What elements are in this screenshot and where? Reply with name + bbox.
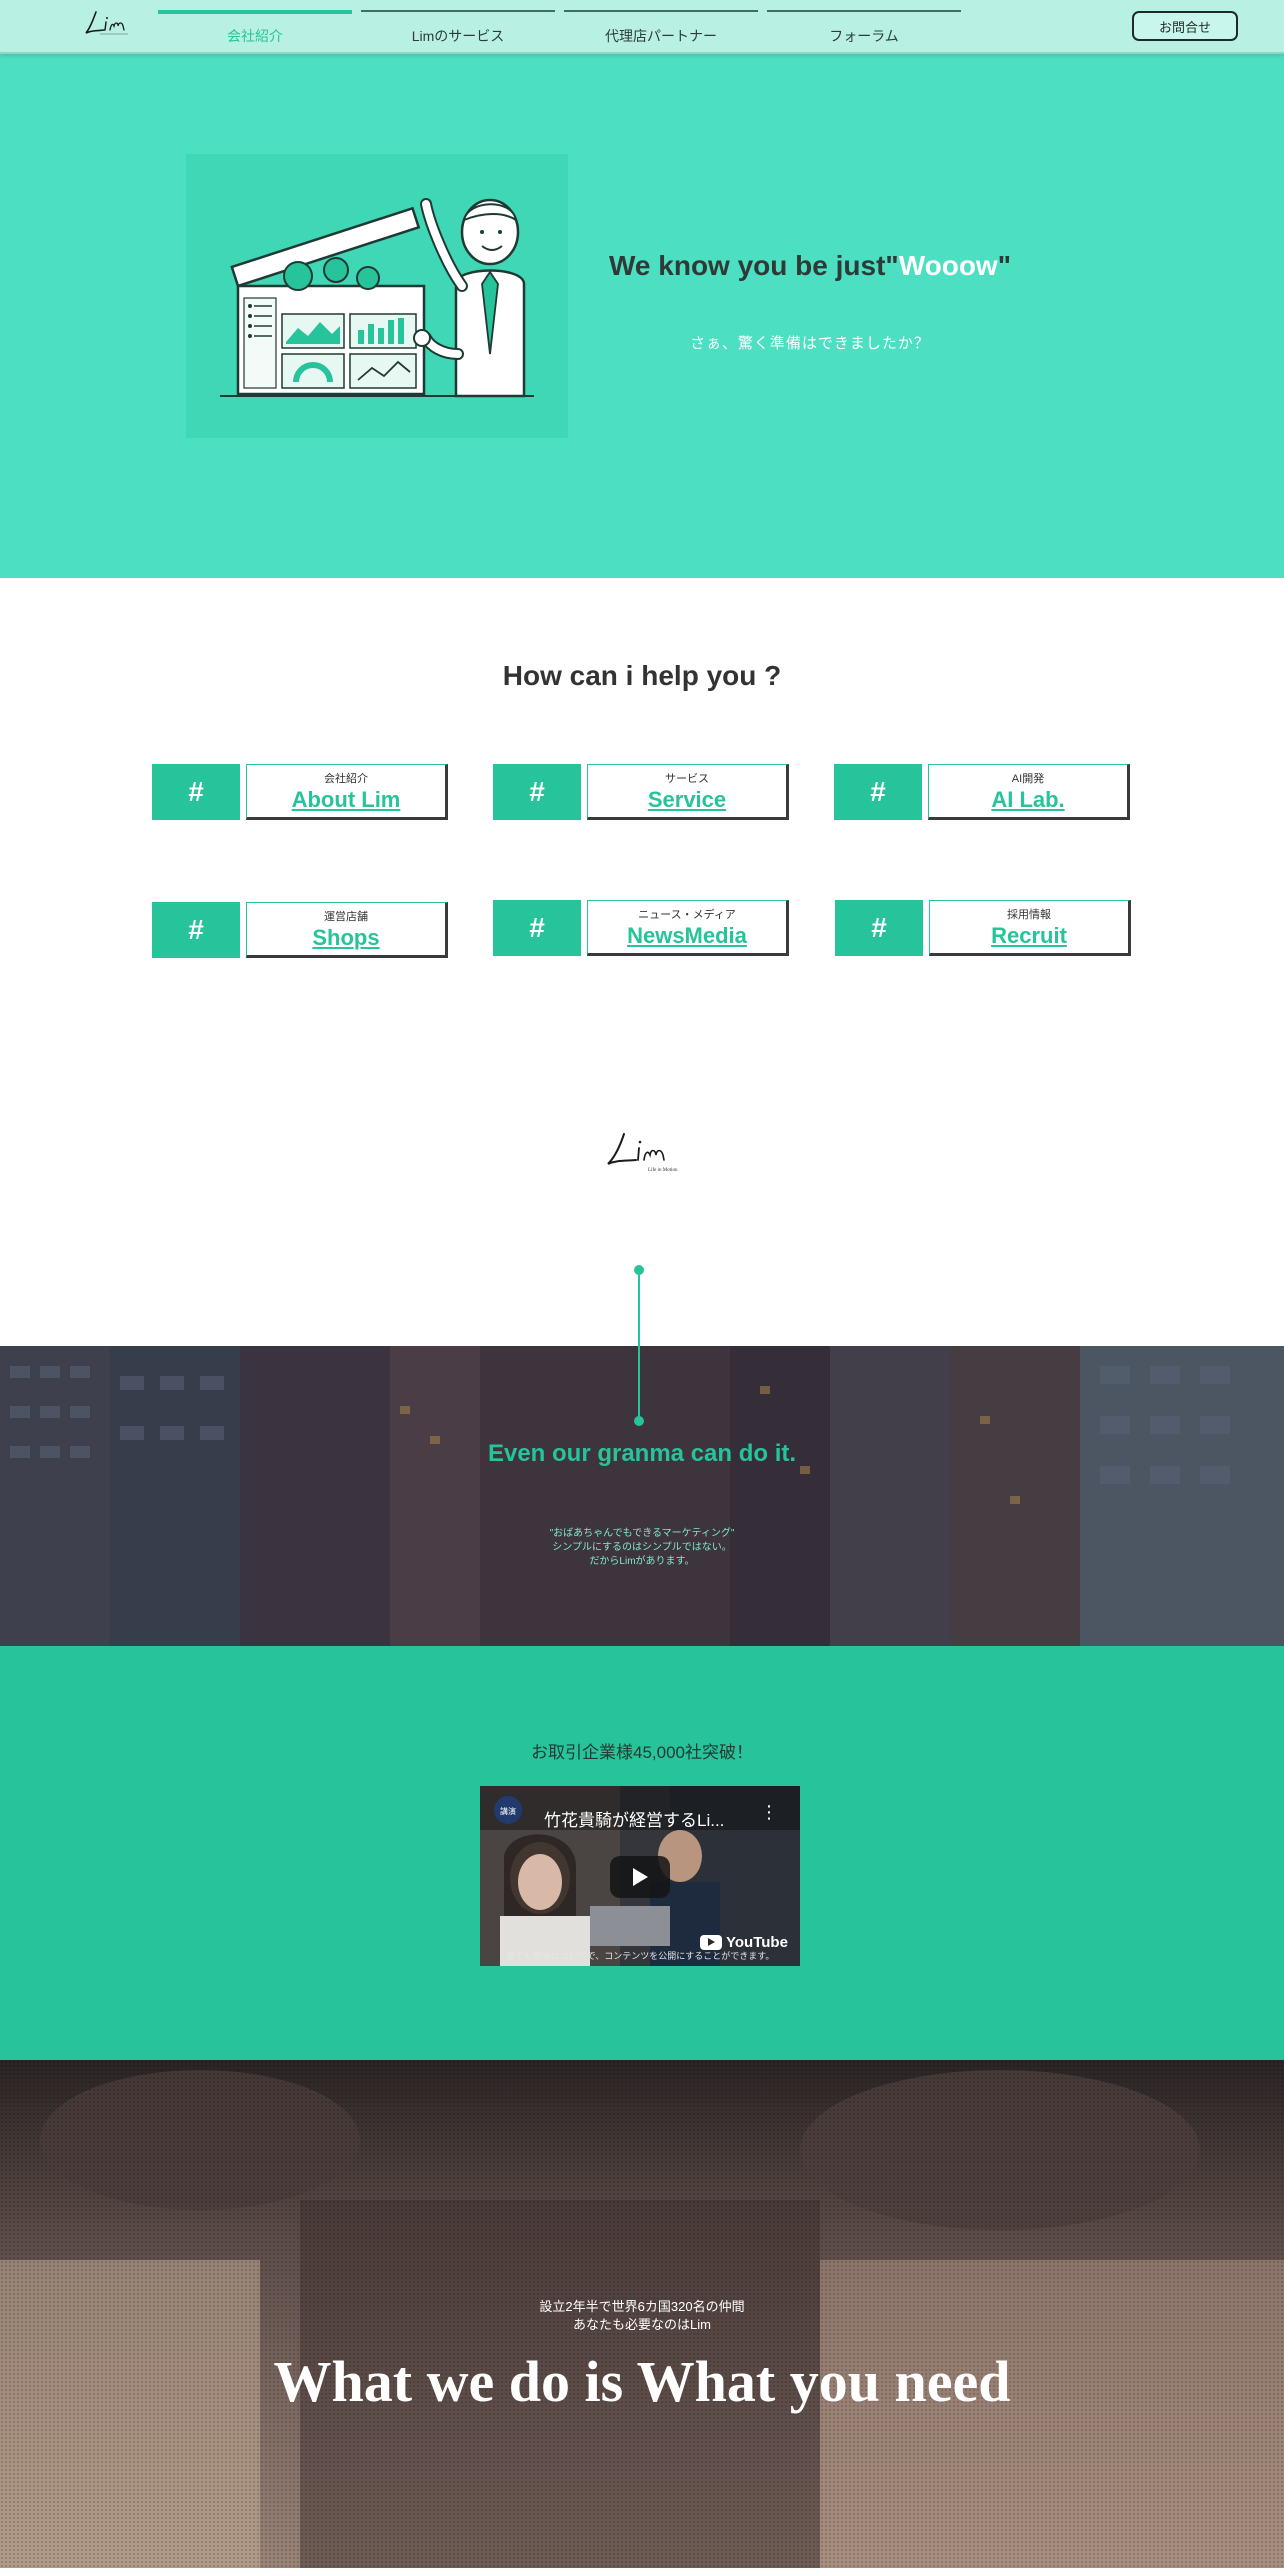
hash-icon: # [152, 764, 240, 820]
nav-tab-partners[interactable]: 代理店パートナー [564, 10, 758, 46]
top-navigation: 会社紹介 Limのサービス 代理店パートナー フォーラム お問合せ [0, 0, 1284, 54]
lim-logo[interactable] [82, 8, 136, 38]
contact-button[interactable]: お問合せ [1132, 11, 1238, 41]
card-about-lim[interactable]: # 会社紹介 About Lim [152, 764, 448, 820]
youtube-brand[interactable]: YouTube [700, 1934, 788, 1951]
nav-tab-company[interactable]: 会社紹介 [158, 10, 352, 46]
card-small-label: AI開発 [1011, 773, 1045, 785]
clients-title: お取引企業様45,000社突破！ [531, 1743, 753, 1762]
card-link[interactable]: Shops [312, 925, 380, 950]
youtube-video-embed[interactable]: 講演 竹花貴騎が経営するLi... ⋮ YouTube 誰でも簡単にコピペで、コ… [480, 1786, 800, 1966]
card-link[interactable]: AI Lab. [991, 787, 1065, 812]
nav-tab-services[interactable]: Limのサービス [361, 10, 555, 46]
hero-subtitle: さぁ、驚く準備はできましたか？ [690, 335, 930, 352]
card-small-label: 採用情報 [1007, 909, 1051, 921]
youtube-icon [700, 1935, 722, 1950]
video-caption: 誰でも簡単にコピペで、コンテンツを公開にすることができます。 [505, 1951, 775, 1961]
more-vert-icon[interactable]: ⋮ [760, 1802, 778, 1822]
card-ai-lab[interactable]: # AI開発 AI Lab. [834, 764, 1130, 820]
hero-illustration [186, 154, 568, 438]
hash-icon: # [152, 902, 240, 958]
card-link[interactable]: About Lim [291, 787, 401, 812]
city-line-2: シンプルにするのはシンプルではない。 [552, 1542, 732, 1553]
card-service[interactable]: # サービス Service [493, 764, 789, 820]
hash-icon: # [834, 764, 922, 820]
card-label-box: サービス Service [587, 764, 789, 820]
card-small-label: サービス [665, 773, 709, 785]
city-line-1: "おばあちゃんでもできるマーケティング" [549, 1528, 735, 1539]
play-button[interactable] [610, 1856, 670, 1898]
card-link[interactable]: Recruit [991, 923, 1067, 948]
card-small-label: ニュース・メディア [638, 909, 736, 921]
card-newsmedia[interactable]: # ニュース・メディア NewsMedia [493, 900, 789, 956]
city-banner: Even our granma can do it. "おばあちゃんでもできるマ… [0, 1346, 1284, 1646]
what-we-do-section: 設立2年半で世界6カ国320名の仲間 あなたも必要なのはLim What we … [0, 2060, 1284, 2568]
what-background [0, 2060, 1284, 2568]
city-background [0, 1346, 1284, 1646]
hash-icon: # [493, 764, 581, 820]
clients-section: お取引企業様45,000社突破！ 講演 竹花貴騎が経営するLi... ⋮ You… [0, 1646, 1284, 2060]
card-link[interactable]: Service [647, 787, 727, 812]
card-recruit[interactable]: # 採用情報 Recruit [835, 900, 1131, 956]
what-subtitle-2: あなたも必要なのはLim [573, 2317, 711, 2332]
card-link[interactable]: NewsMedia [627, 923, 747, 948]
card-label-box: AI開発 AI Lab. [928, 764, 1130, 820]
city-title: Even our granma can do it. [487, 1440, 797, 1467]
hero-section: We know you be just"Wooow" さぁ、驚く準備はできました… [0, 54, 1284, 578]
video-title[interactable]: 竹花貴騎が経営するLi... [544, 1811, 725, 1830]
hash-icon: # [493, 900, 581, 956]
hero-title-accent: Wooow [898, 250, 998, 281]
card-label-box: 運営店舗 Shops [246, 902, 448, 958]
dashboard-man-illustration [220, 198, 534, 398]
connector-line-lower [638, 1346, 640, 1422]
city-line-3: だからLimがあります。 [589, 1556, 695, 1567]
what-subtitle-1: 設立2年半で世界6カ国320名の仲間 [539, 2299, 745, 2314]
help-section-title: How can i help you ? [502, 660, 782, 691]
lim-brand-logo: Life in Motion [607, 1133, 678, 1173]
brand-tagline: Life in Motion [648, 1168, 678, 1173]
hero-title: We know you be just"Wooow" [609, 250, 1011, 281]
card-label-box: ニュース・メディア NewsMedia [587, 900, 789, 956]
card-label-box: 採用情報 Recruit [929, 900, 1131, 956]
card-small-label: 会社紹介 [324, 773, 368, 785]
what-we-do-title: What we do is What you need [273, 2349, 1011, 2414]
play-icon [633, 1868, 648, 1886]
nav-tab-forum[interactable]: フォーラム [767, 10, 961, 46]
hash-icon: # [835, 900, 923, 956]
card-shops[interactable]: # 運営店舗 Shops [152, 902, 448, 958]
svg-text:講演: 講演 [500, 1806, 516, 1816]
card-label-box: 会社紹介 About Lim [246, 764, 448, 820]
youtube-label: YouTube [726, 1934, 788, 1951]
card-small-label: 運営店舗 [324, 911, 368, 923]
